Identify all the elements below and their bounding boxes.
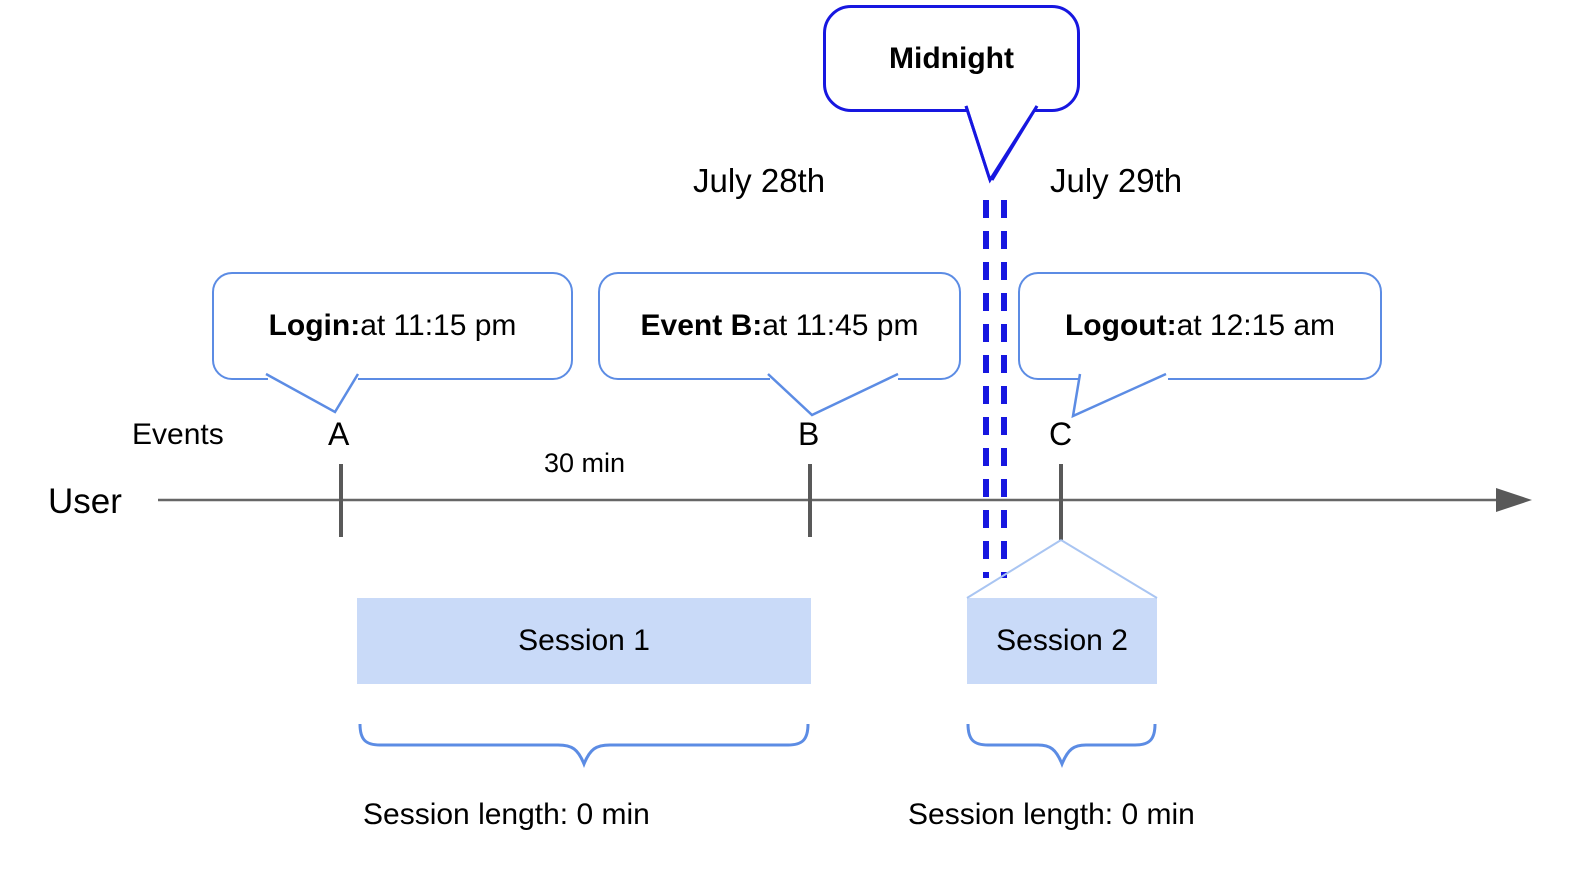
logout-callout-tail <box>1071 372 1167 419</box>
session-1-length-label: Session length: 0 min <box>363 798 650 831</box>
date-label-july-28: July 28th <box>693 162 826 199</box>
timeline-arrowhead-icon <box>1496 488 1532 512</box>
date-label-july-29: July 29th <box>1050 162 1183 199</box>
midnight-callout-tail-outline <box>964 105 1039 184</box>
event-b-label: B <box>798 416 820 452</box>
login-callout-time: at 11:15 pm <box>360 309 517 342</box>
login-callout-title: Login: <box>268 309 361 342</box>
session-2-brace <box>966 723 1157 769</box>
event-b-callout: Event B: at 11:45 pm <box>598 272 961 380</box>
event-b-callout-title: Event B: <box>640 309 763 342</box>
session-2-length-label: Session length: 0 min <box>908 798 1195 831</box>
interval-label: 30 min <box>544 448 626 478</box>
event-c-label: C <box>1049 416 1073 452</box>
midnight-callout-tail <box>964 105 1039 181</box>
user-row-label: User <box>48 482 122 521</box>
logout-callout-title: Logout: <box>1064 309 1177 342</box>
session-2-box: Session 2 <box>967 598 1157 684</box>
session-1-brace <box>358 723 810 769</box>
session-2-label: Session 2 <box>996 624 1128 657</box>
midnight-callout-label: Midnight <box>889 41 1014 75</box>
event-b-callout-tail <box>767 372 899 417</box>
logout-callout-time: at 12:15 am <box>1176 309 1336 342</box>
midnight-callout-tail-fill <box>969 108 1034 176</box>
login-callout: Login: at 11:15 pm <box>212 272 573 380</box>
events-row-label: Events <box>132 418 224 451</box>
logout-callout: Logout: at 12:15 am <box>1018 272 1382 380</box>
event-a-label: A <box>328 416 350 452</box>
event-b-callout-time: at 11:45 pm <box>762 309 919 342</box>
session-2-connector-lines <box>966 539 1158 599</box>
session-1-box: Session 1 <box>357 598 811 684</box>
midnight-callout: Midnight <box>823 5 1080 112</box>
session-1-label: Session 1 <box>518 624 650 657</box>
